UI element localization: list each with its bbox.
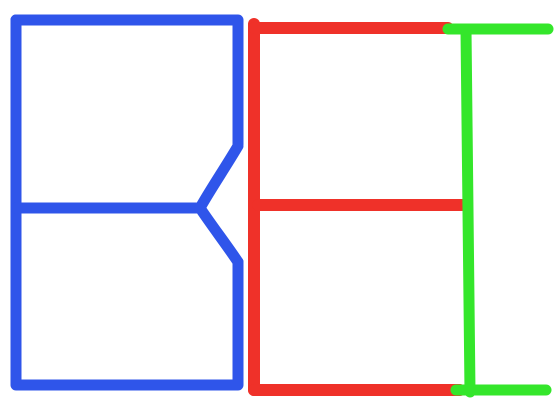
blue-shape <box>10 14 244 391</box>
blue-top-edge <box>10 14 244 150</box>
green-i-beam <box>442 23 554 398</box>
blue-upper-fork-branch <box>194 140 244 214</box>
red-shape <box>248 18 468 396</box>
green-vertical <box>460 24 476 398</box>
blue-lower-fork-branch <box>194 202 244 268</box>
